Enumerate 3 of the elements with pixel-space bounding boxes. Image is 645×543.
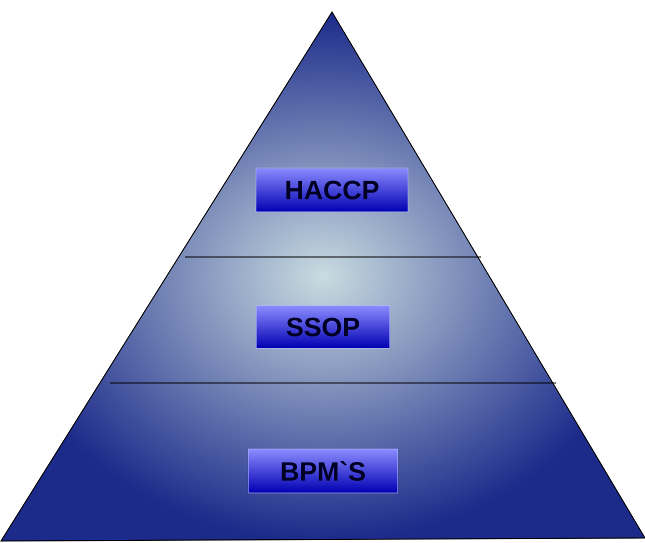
label-box: HACCP bbox=[256, 168, 408, 212]
label-box: BPM`S bbox=[248, 448, 398, 494]
label-box: SSOP bbox=[256, 305, 390, 349]
